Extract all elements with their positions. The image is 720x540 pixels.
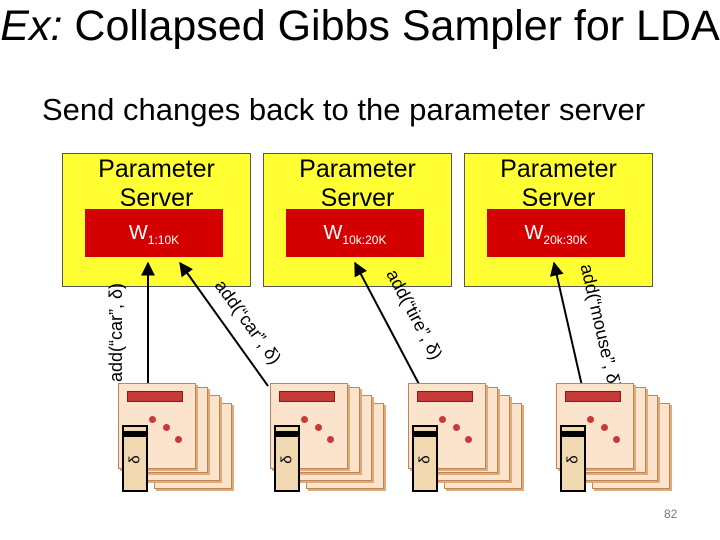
page-dot <box>613 436 620 443</box>
parameter-server-3: Parameter Server W20k:30K <box>464 153 653 287</box>
slide-title: Ex: Collapsed Gibbs Sampler for LDA <box>0 2 720 50</box>
arrow-worker4-server3 <box>549 261 583 387</box>
document-delta-card: δ <box>560 425 586 492</box>
page-dot <box>175 436 182 443</box>
worker-stack-1: δ <box>110 383 236 493</box>
page-header-bar <box>127 391 183 402</box>
message-label-1: add(“car”, δ) <box>106 282 126 382</box>
delta-symbol: δ <box>278 455 296 464</box>
worker-stack-3: δ <box>400 383 526 493</box>
page-dot <box>465 436 472 443</box>
page-dot <box>601 424 608 431</box>
delta-symbol: δ <box>416 455 434 464</box>
document-delta-card: δ <box>122 425 148 492</box>
title-text: Collapsed Gibbs Sampler for LDA <box>74 2 720 50</box>
doc-band <box>414 431 436 437</box>
page-dot <box>149 416 156 423</box>
worker-stack-2: δ <box>262 383 388 493</box>
arrow-worker2-server1 <box>179 261 269 387</box>
page-dot <box>439 416 446 423</box>
weight-block-2: W10k:20K <box>286 209 424 257</box>
weight-range: 20k:30K <box>543 233 588 247</box>
weight-symbol: W <box>323 222 343 244</box>
page-dot <box>163 424 170 431</box>
weight-block-1: W1:10K <box>85 209 223 257</box>
page-header-bar <box>417 391 473 402</box>
doc-band <box>276 431 298 437</box>
weight-symbol: W <box>128 222 148 244</box>
worker-stack-4: δ <box>548 383 674 493</box>
weight-symbol: W <box>524 222 544 244</box>
server-label: Parameter Server <box>500 155 617 212</box>
parameter-server-1: Parameter Server W1:10K <box>62 153 251 287</box>
document-delta-card: δ <box>274 425 300 492</box>
doc-band <box>124 431 146 437</box>
weight-block-3: W20k:30K <box>487 209 625 257</box>
server-label: Parameter Server <box>299 155 416 212</box>
page-dot <box>327 436 334 443</box>
page-dot <box>315 424 322 431</box>
weight-range: 1:10K <box>147 233 180 247</box>
page-header-bar <box>565 391 621 402</box>
page-dot <box>587 416 594 423</box>
server-label: Parameter Server <box>98 155 215 212</box>
weight-range: 10k:20K <box>342 233 387 247</box>
title-prefix: Ex: <box>0 2 63 50</box>
doc-band <box>562 431 584 437</box>
delta-symbol: δ <box>126 455 144 464</box>
page-number: 82 <box>664 507 678 521</box>
page-dot <box>301 416 308 423</box>
delta-symbol: δ <box>564 455 582 464</box>
slide-subtitle: Send changes back to the parameter serve… <box>42 92 646 127</box>
page-header-bar <box>279 391 335 402</box>
page-dot <box>453 424 460 431</box>
document-delta-card: δ <box>412 425 438 492</box>
arrow-worker3-server2 <box>354 261 421 387</box>
